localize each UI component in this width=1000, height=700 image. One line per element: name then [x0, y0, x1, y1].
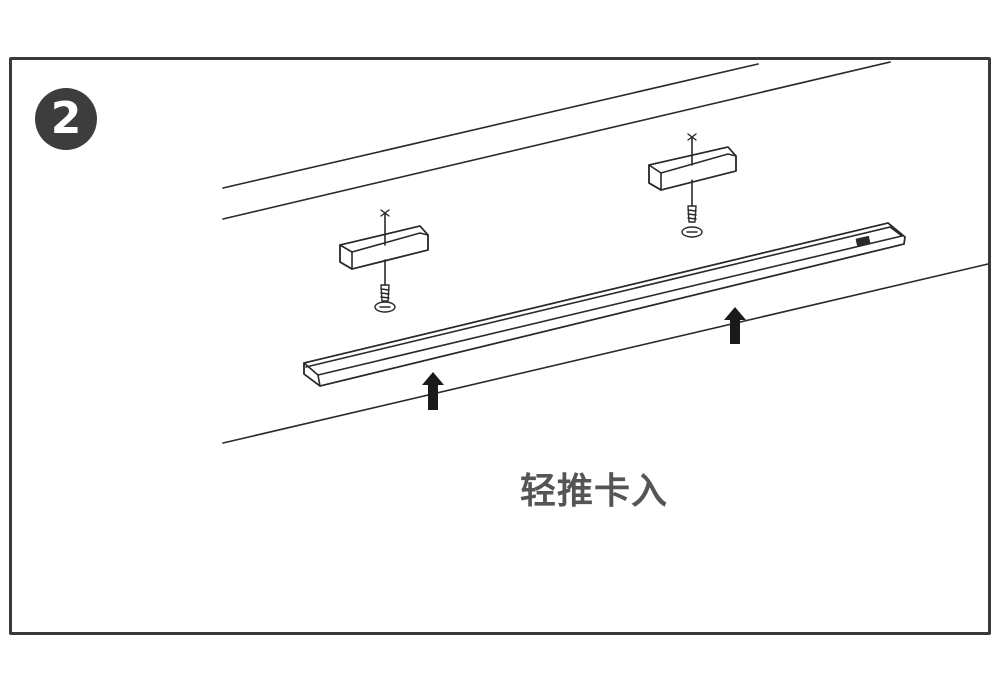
surface-line-top	[222, 63, 759, 189]
step-number-badge: 2	[35, 88, 97, 150]
screw-icon	[681, 133, 703, 238]
arrow-up-icon	[724, 307, 746, 344]
instruction-caption: 轻推卡入	[520, 471, 669, 512]
diagram-frame	[9, 57, 991, 635]
sensor-window	[855, 235, 871, 248]
mounting-clip-right	[648, 136, 737, 207]
surface-line-second	[222, 61, 891, 220]
screw-icon	[374, 209, 396, 313]
mounting-clip-left	[339, 212, 429, 286]
surface-line-bottom	[222, 263, 989, 444]
arrow-up-icon	[422, 372, 444, 410]
light-bar	[303, 222, 906, 387]
